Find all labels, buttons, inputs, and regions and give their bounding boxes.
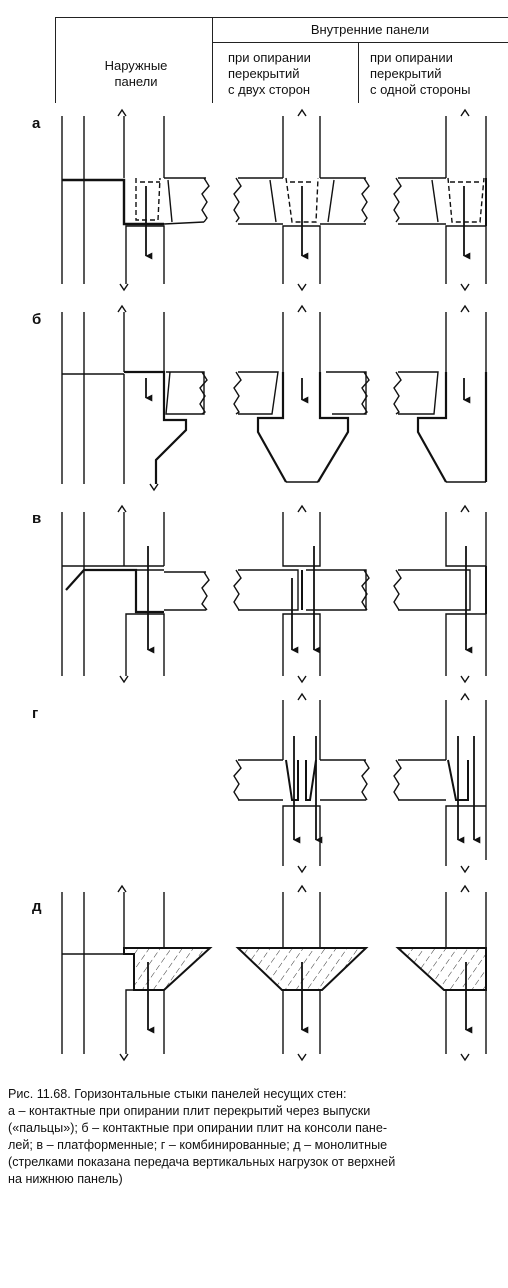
- row-a-outer: [61, 108, 210, 292]
- row-label-v: в: [32, 510, 42, 527]
- row-a-one-side: [393, 108, 487, 292]
- row-v-two-sides: [233, 504, 370, 684]
- header-mid-rule: [212, 42, 508, 43]
- row-a-two-sides: [233, 108, 370, 292]
- row-g-two-sides: [233, 692, 370, 874]
- caption-line-1: а – контактные при опирании плит перекры…: [8, 1104, 371, 1118]
- figure-caption: Рис. 11.68. Горизонтальные стыки панелей…: [8, 1086, 506, 1188]
- row-v-outer: [61, 504, 210, 684]
- row-b-outer: [61, 304, 208, 492]
- row-g-one-side: [393, 692, 487, 874]
- row-label-a: а: [32, 115, 41, 132]
- header-inner-panels: Внутренние панели: [310, 22, 430, 37]
- row-b-two-sides: [233, 304, 370, 483]
- row-v-one-side: [393, 504, 487, 684]
- row-d-outer: [61, 884, 213, 1062]
- header-one-side: при опирании перекрытий с одной стороны: [370, 50, 471, 97]
- caption-line-3: лей; в – платформенные; г – комбинирован…: [8, 1138, 388, 1152]
- header-divider-inner: [212, 17, 213, 103]
- row-b-one-side: [393, 304, 488, 483]
- row-d-one-side: [395, 884, 487, 1062]
- row-label-g: г: [32, 705, 39, 722]
- row-d-two-sides: [235, 884, 369, 1062]
- caption-line-2: («пальцы»); б – контактные при опирании …: [8, 1121, 388, 1135]
- header-outer-panels: Наружные панели: [104, 58, 168, 89]
- header-two-sides: при опирании перекрытий с двух сторон: [228, 50, 311, 97]
- joints-figure: [61, 108, 488, 1062]
- caption-title: Рис. 11.68. Горизонтальные стыки панелей…: [8, 1087, 347, 1101]
- caption-line-5: на нижнюю панель): [8, 1172, 123, 1186]
- header-top-rule: [55, 17, 508, 18]
- caption-line-4: (стрелками показана передача вертикальны…: [8, 1155, 396, 1169]
- header-divider-sub: [358, 42, 359, 103]
- header-divider-left: [55, 17, 56, 103]
- row-label-b: б: [32, 311, 42, 328]
- row-label-d: д: [32, 898, 42, 915]
